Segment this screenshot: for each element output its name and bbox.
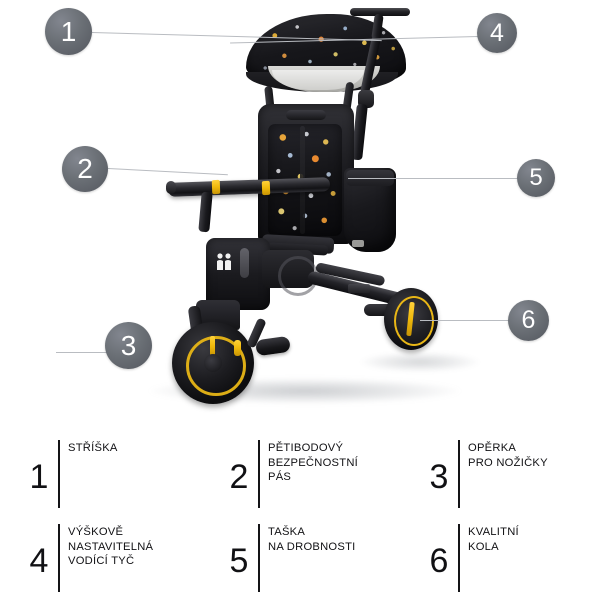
legend-text-line: PRO NOŽIČKY [468, 456, 548, 469]
callout-bubble-4[interactable]: 4 [477, 13, 517, 53]
legend-divider-5 [258, 524, 260, 592]
brand-logo-icon [217, 253, 231, 270]
legend-text-line: KVALITNÍ [468, 526, 519, 538]
legend-text-line: PÁS [268, 471, 292, 484]
legend-item-1: 1 STŘÍŠKA [0, 432, 200, 516]
legend-item-3: 3 OPĚRKA PRO NOŽIČKY [400, 432, 600, 516]
legend-number-1: 1 [29, 458, 49, 496]
storage-bag-tag [352, 240, 364, 247]
legend-number-5: 5 [229, 542, 249, 580]
legend-text-3: OPĚRKA PRO NOŽIČKY [468, 441, 596, 470]
floor-shadow-secondary [360, 352, 480, 372]
seat-carry-grip [286, 110, 326, 120]
leader-line-5 [348, 178, 518, 179]
legend-number-4: 4 [29, 542, 49, 580]
safety-bar-stem [198, 191, 213, 233]
legend-divider-2 [258, 440, 260, 508]
product-photo: 1 2 3 4 5 6 [45, 8, 555, 404]
front-wheel-yellow-ring [186, 336, 246, 396]
legend-text-2: PĚTIBODOVÝ BEZPEČNOSTNÍ PÁS [268, 441, 396, 485]
legend-divider-3 [458, 440, 460, 508]
legend-text-line: BEZPEČNOSTNÍ [268, 456, 359, 469]
legend-text-line: PĚTIBODOVÝ [268, 442, 344, 454]
safety-bar-yellow-ring-1 [211, 179, 221, 195]
legend-text-line: VODÍCÍ TYČ [68, 555, 135, 568]
legend-text-line: NA DROBNOSTI [268, 540, 356, 553]
callout-bubble-2[interactable]: 2 [62, 146, 108, 192]
leader-line-3 [56, 352, 118, 353]
canopy-liner-inner [272, 70, 364, 90]
feature-legend: 1 STŘÍŠKA 2 PĚTIBODOVÝ BEZPEČNOSTNÍ PÁS 3 … [0, 432, 600, 600]
legend-text-1: STŘÍŠKA [68, 441, 196, 456]
legend-item-4: 4 VÝŠKOVĚ NASTAVITELNÁ VODÍCÍ TYČ [0, 516, 200, 600]
legend-item-5: 5 TAŠKA NA DROBNOSTI [200, 516, 400, 600]
legend-number-6: 6 [429, 542, 449, 580]
frame-brand-plate [348, 284, 370, 293]
safety-bar-end-cap [166, 181, 176, 194]
push-handle-height-adjust-joint [358, 90, 374, 108]
legend-text-4: VÝŠKOVĚ NASTAVITELNÁ VODÍCÍ TYČ [68, 525, 196, 569]
chassis-slot [240, 248, 249, 278]
callout-bubble-1[interactable]: 1 [45, 8, 92, 55]
legend-item-6: 6 KVALITNÍ KOLA [400, 516, 600, 600]
leader-line-2 [107, 168, 228, 176]
front-wheel-yellow-tab [234, 340, 241, 356]
center-chassis-block [206, 238, 270, 310]
legend-row-top: 1 STŘÍŠKA 2 PĚTIBODOVÝ BEZPEČNOSTNÍ PÁS 3 … [0, 432, 600, 516]
legend-text-line: VÝŠKOVĚ [68, 526, 124, 538]
legend-text-line: TAŠKA [268, 526, 306, 538]
legend-text-6: KVALITNÍ KOLA [468, 525, 596, 554]
callout-bubble-3[interactable]: 3 [105, 322, 152, 369]
leader-line-6 [420, 320, 510, 321]
legend-text-line: STŘÍŠKA [68, 442, 118, 454]
legend-text-5: TAŠKA NA DROBNOSTI [268, 525, 396, 554]
callout-bubble-6[interactable]: 6 [508, 300, 549, 341]
legend-number-2: 2 [229, 458, 249, 496]
legend-row-bottom: 4 VÝŠKOVĚ NASTAVITELNÁ VODÍCÍ TYČ 5 TAŠKA N… [0, 516, 600, 600]
legend-text-line: OPĚRKA [468, 442, 517, 454]
legend-text-line: KOLA [468, 540, 499, 553]
pedal [255, 335, 291, 357]
legend-divider-4 [58, 524, 60, 592]
legend-text-line: NASTAVITELNÁ [68, 540, 154, 553]
callout-bubble-5[interactable]: 5 [517, 159, 555, 197]
legend-divider-6 [458, 524, 460, 592]
safety-bar-yellow-ring-2 [261, 180, 271, 196]
legend-item-2: 2 PĚTIBODOVÝ BEZPEČNOSTNÍ PÁS [200, 432, 400, 516]
legend-divider-1 [58, 440, 60, 508]
legend-number-3: 3 [429, 458, 449, 496]
push-handle-grip [350, 8, 410, 16]
front-wheel-yellow-spoke [210, 336, 215, 356]
front-wheel-hub [204, 354, 222, 372]
